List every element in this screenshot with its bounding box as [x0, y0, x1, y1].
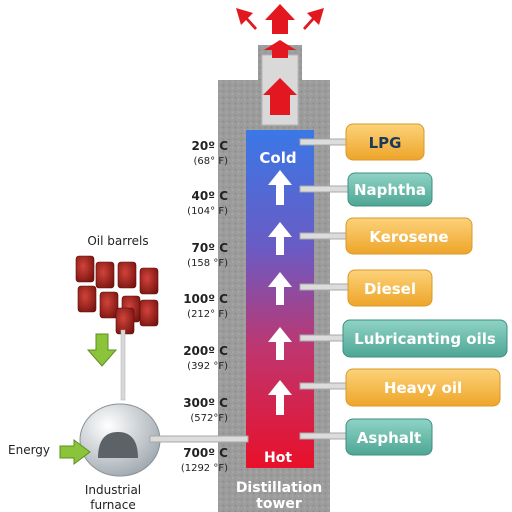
temp-c-1: 20º C [192, 139, 229, 153]
svg-text:Asphalt: Asphalt [357, 429, 421, 447]
temperature-labels: 20º C (68° F) 40º C (104° F) 70º C (158 … [181, 139, 228, 474]
svg-text:LPG: LPG [369, 134, 402, 152]
feed-pipe [120, 329, 126, 401]
oil-barrels-icon [75, 255, 159, 335]
tower-label-line2: tower [256, 496, 302, 512]
svg-text:Heavy oil: Heavy oil [384, 379, 462, 397]
tower-label-line1: Distillation [236, 480, 322, 496]
svg-text:Kerosene: Kerosene [369, 228, 448, 246]
product-lpg: LPG [345, 123, 425, 161]
temp-f-7: (1292 °F) [181, 463, 228, 474]
product-asphalt: Asphalt [345, 418, 433, 456]
svg-text:Lubricanting oils: Lubricanting oils [354, 330, 496, 348]
temp-f-5: (392 °F) [187, 361, 228, 372]
oil-barrels-label: Oil barrels [87, 234, 148, 248]
temp-c-4: 100º C [183, 292, 228, 306]
product-outputs: LPG Naphtha Kerosene Diesel Lubricanting… [299, 123, 508, 456]
svg-text:Diesel: Diesel [364, 280, 416, 298]
product-diesel: Diesel [347, 269, 433, 307]
energy-label: Energy [8, 443, 50, 457]
temp-f-3: (158 °F) [187, 258, 228, 269]
energy-arrow-icon [59, 439, 91, 465]
product-lubricating-oils: Lubricanting oils [342, 319, 508, 358]
product-kerosene: Kerosene [345, 217, 473, 255]
rising-arrows [268, 170, 292, 415]
temp-c-5: 200º C [183, 344, 228, 358]
hot-label: Hot [264, 450, 292, 466]
temp-f-6: (572°F) [190, 413, 228, 424]
product-naphtha: Naphtha [347, 172, 433, 207]
product-heavy-oil: Heavy oil [345, 368, 501, 407]
temp-c-2: 40º C [192, 189, 229, 203]
svg-text:Naphtha: Naphtha [354, 181, 426, 199]
furnace-label-line1: Industrial [85, 483, 141, 497]
temp-c-6: 300º C [183, 396, 228, 410]
furnace-icon [79, 403, 249, 477]
furnace-label-line2: furnace [90, 498, 136, 512]
temp-c-3: 70º C [192, 241, 229, 255]
temp-f-4: (212° F) [187, 309, 228, 320]
exhaust-arrows [236, 4, 324, 115]
temp-c-7: 700º C [183, 446, 228, 460]
feed-arrow-icon [86, 333, 118, 367]
temp-f-2: (104° F) [187, 206, 228, 217]
temp-f-1: (68° F) [194, 156, 229, 167]
cold-label: Cold [259, 149, 296, 167]
